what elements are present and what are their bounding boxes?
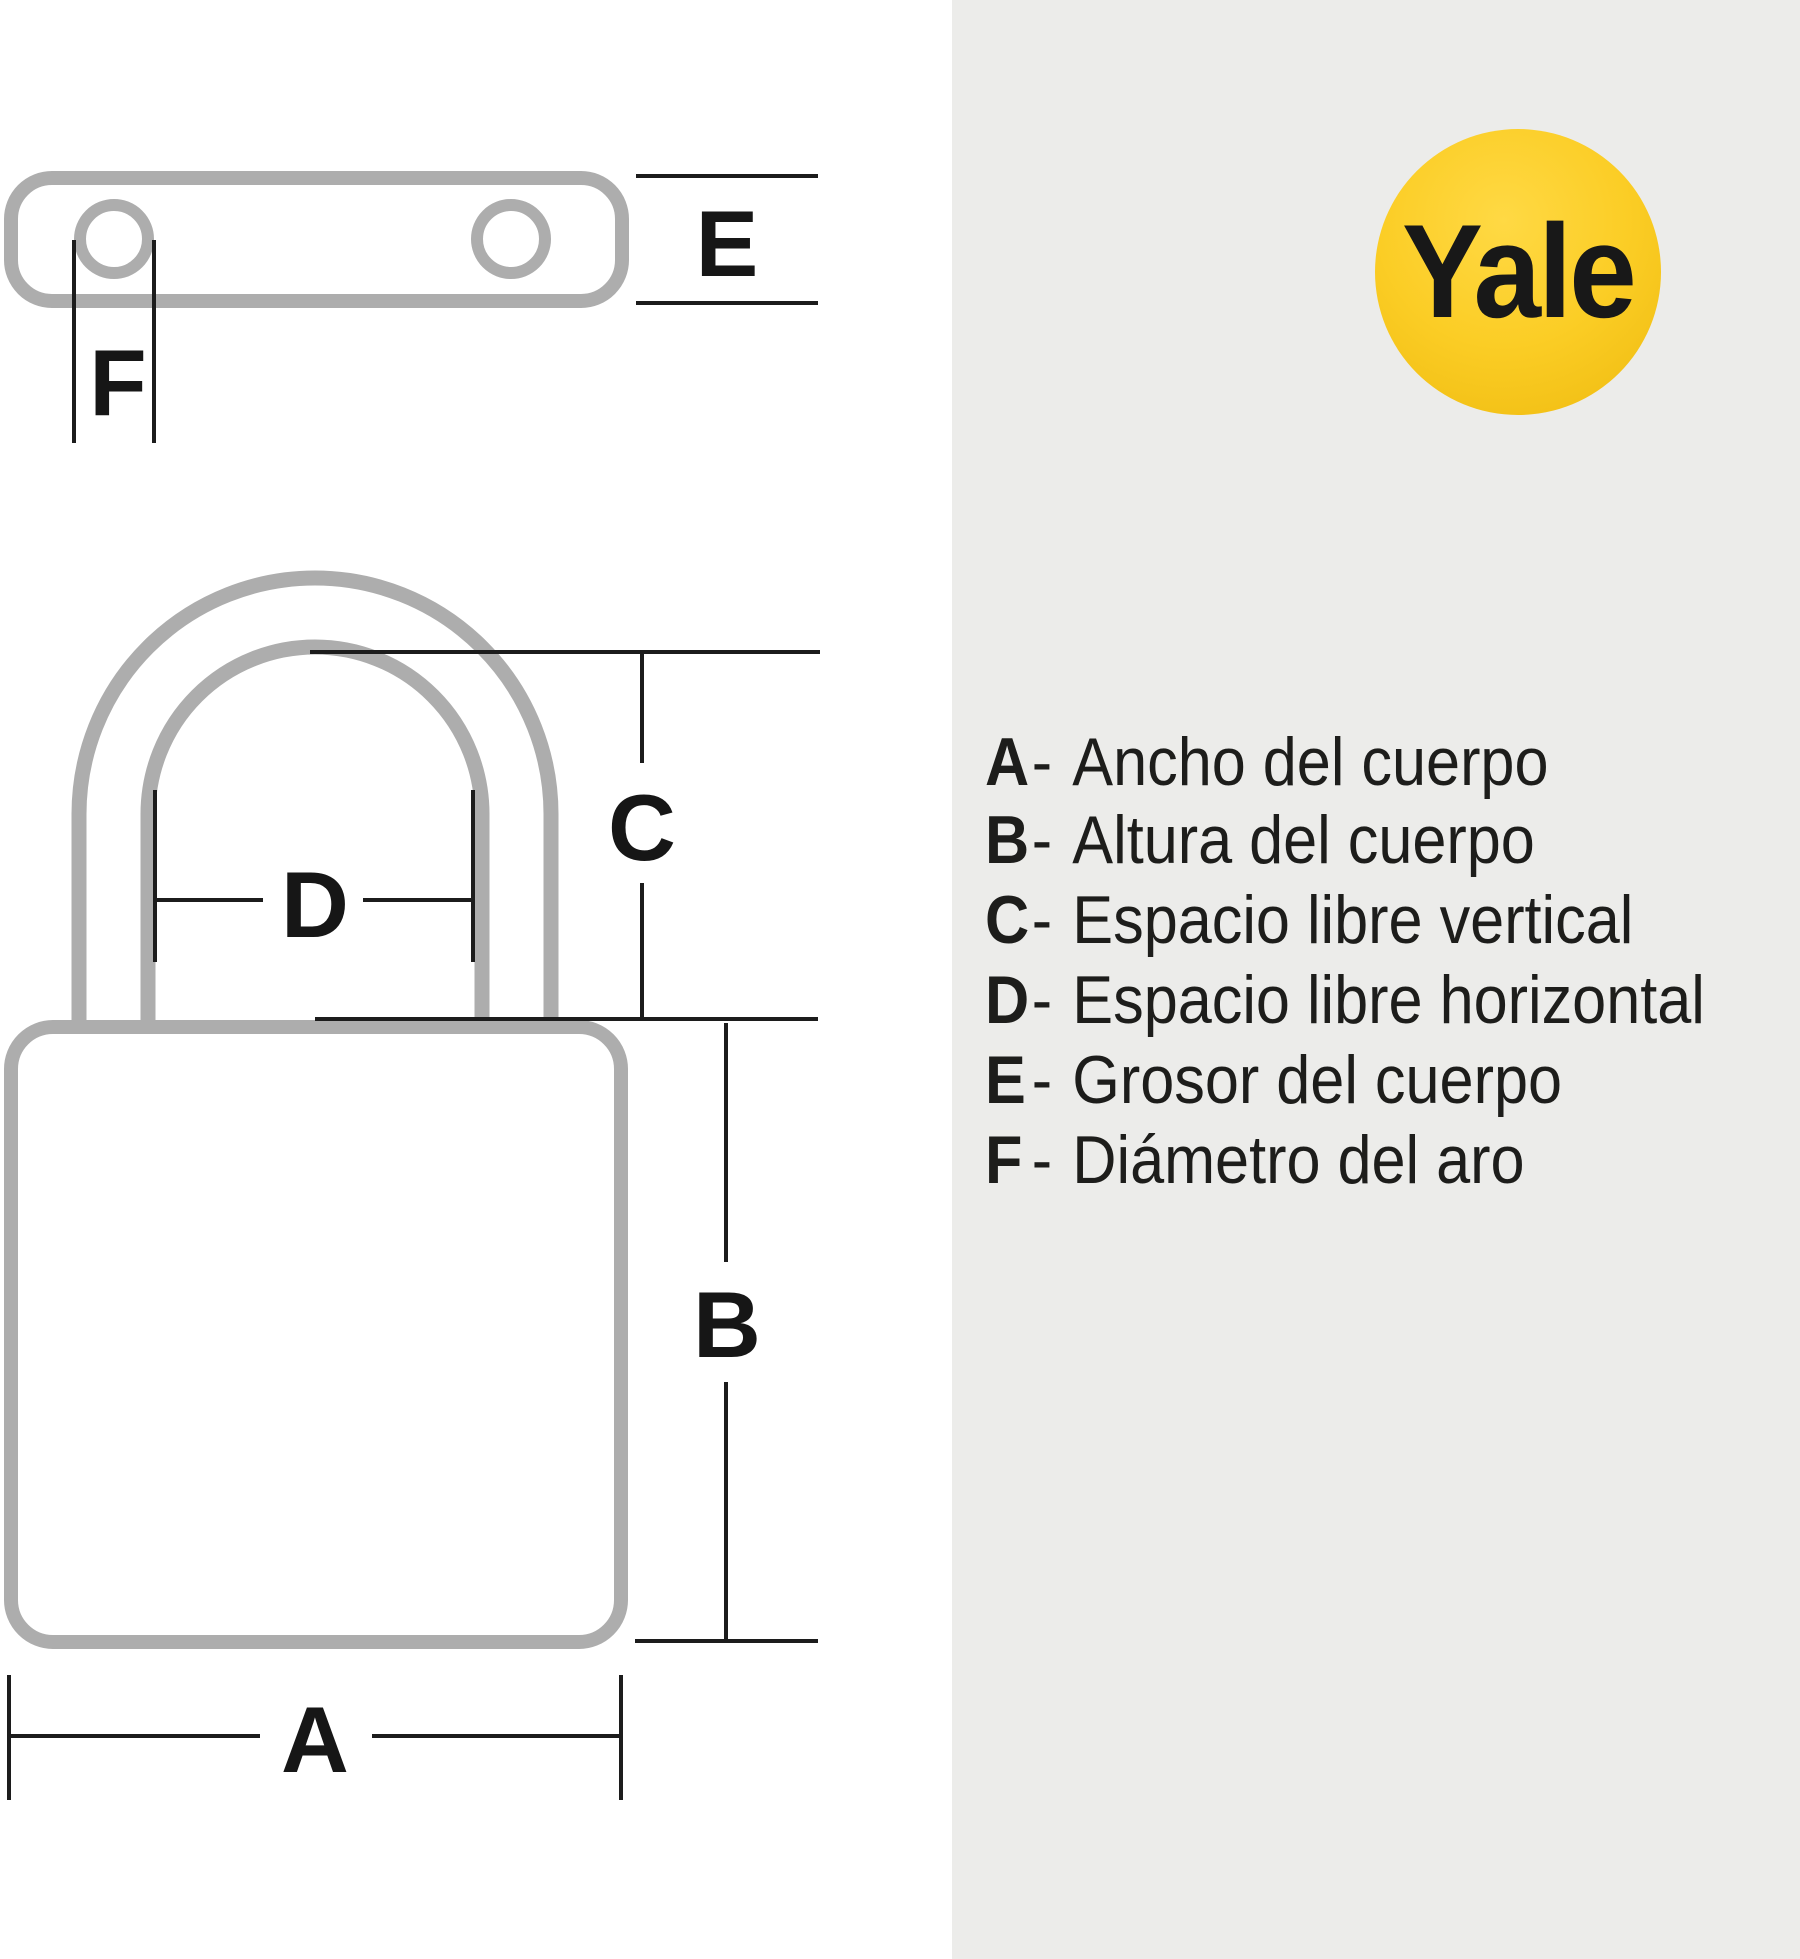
dim-a-label: A — [281, 1687, 349, 1792]
top-view-shackle-hole-right — [471, 199, 551, 279]
top-view-shackle-hole-left — [74, 199, 154, 279]
dim-c-label: C — [608, 775, 676, 880]
legend-item-label: Espacio libre horizontal — [1072, 961, 1705, 1038]
legend-separator: - — [1032, 881, 1052, 958]
shackle-inner-outline — [140, 639, 490, 1030]
legend-item-letter: D — [985, 961, 1029, 1038]
dimension-a: A — [7, 1675, 623, 1800]
top-view-body-outline — [4, 171, 629, 308]
legend-item: B-Altura del cuerpo — [985, 801, 1535, 878]
right-panel-background — [952, 0, 1800, 1959]
dim-e-label: E — [696, 191, 759, 296]
legend-item: C-Espacio libre vertical — [985, 881, 1633, 958]
legend-separator: - — [1032, 801, 1052, 878]
dimension-d: D — [153, 790, 475, 962]
dim-f-label: F — [89, 330, 146, 435]
legend-item-letter: A — [985, 723, 1029, 800]
yale-logo-circle — [1375, 129, 1661, 415]
legend-item-letter: E — [985, 1041, 1026, 1118]
legend: A-Ancho del cuerpo B-Altura del cuerpo C… — [985, 723, 1705, 1198]
legend-item-label: Grosor del cuerpo — [1072, 1041, 1562, 1118]
legend-separator: - — [1032, 1121, 1052, 1198]
legend-item: D-Espacio libre horizontal — [985, 961, 1705, 1038]
yale-logo: Yale — [1375, 129, 1661, 415]
legend-item-letter: B — [985, 801, 1029, 878]
legend-item: E-Grosor del cuerpo — [985, 1041, 1562, 1118]
padlock-body-outline — [4, 1020, 628, 1649]
dim-b-label: B — [693, 1272, 761, 1377]
dimension-f: F — [72, 240, 156, 443]
padlock-top-view — [4, 171, 629, 308]
dimension-b: B — [315, 1017, 818, 1643]
legend-item: A-Ancho del cuerpo — [985, 723, 1549, 800]
legend-item-label: Ancho del cuerpo — [1072, 723, 1548, 800]
dimension-c: C — [310, 650, 820, 1017]
legend-item-label: Diámetro del aro — [1072, 1121, 1524, 1198]
yale-logo-text: Yale — [1402, 198, 1634, 346]
legend-item-label: Espacio libre vertical — [1072, 881, 1633, 958]
legend-separator: - — [1032, 1041, 1052, 1118]
legend-item: F-Diámetro del aro — [985, 1121, 1525, 1198]
legend-item-label: Altura del cuerpo — [1072, 801, 1535, 878]
legend-item-letter: F — [985, 1121, 1022, 1198]
dimension-e: E — [636, 174, 818, 305]
legend-separator: - — [1032, 723, 1052, 800]
dim-d-label: D — [281, 852, 349, 957]
legend-separator: - — [1032, 961, 1052, 1038]
legend-item-letter: C — [985, 881, 1029, 958]
shackle-outer-outline — [71, 570, 559, 1030]
padlock-front-view — [4, 570, 628, 1649]
